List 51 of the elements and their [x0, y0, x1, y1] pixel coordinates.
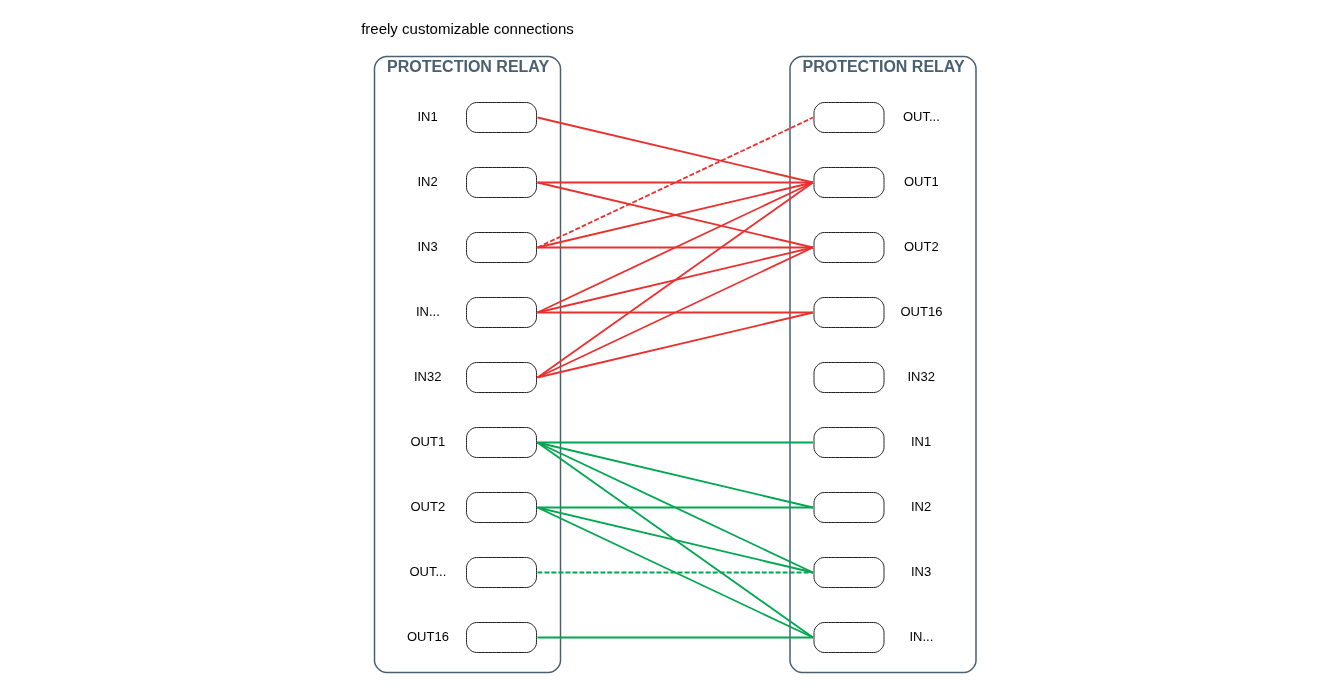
node-box [813, 297, 884, 328]
node-box [813, 557, 884, 588]
node-label: IN3 [910, 563, 931, 579]
node-label: OUT1 [903, 173, 939, 189]
node-box [465, 102, 537, 133]
connector [536, 181, 814, 379]
node-box [813, 362, 884, 393]
node-box [813, 232, 884, 263]
node-box [465, 167, 537, 198]
connector [536, 181, 814, 314]
node-label: IN1 [417, 108, 438, 124]
connector [536, 246, 814, 379]
node-box [813, 167, 884, 198]
node-box [465, 232, 537, 263]
node-label: OUT16 [406, 628, 449, 644]
node-box [465, 622, 537, 653]
node-label: IN2 [417, 173, 438, 189]
node-label: IN2 [910, 498, 931, 514]
node-label: IN3 [417, 238, 438, 254]
node-label: IN32 [413, 368, 441, 384]
node-label: OUT... [409, 563, 446, 579]
connector [536, 181, 814, 249]
node-box [813, 102, 884, 133]
node-label: OUT2 [903, 238, 939, 254]
node-label: OUT1 [410, 433, 445, 449]
connector [536, 246, 814, 314]
connector [536, 636, 814, 639]
connector [536, 441, 814, 639]
connector [536, 116, 814, 249]
node-label: OUT16 [900, 303, 942, 319]
node-box [465, 557, 537, 588]
node-label: IN... [909, 628, 933, 644]
connector [536, 506, 814, 574]
node-box [465, 492, 537, 523]
node-label: OUT... [902, 108, 940, 124]
connector [536, 311, 814, 379]
connector [536, 116, 814, 184]
node-box [813, 427, 884, 458]
node-label: IN... [415, 303, 440, 319]
label: freely customizable connections [360, 20, 574, 37]
node-box [465, 427, 537, 458]
node-box [813, 492, 884, 523]
node-label: OUT2 [410, 498, 445, 514]
node-box [465, 362, 537, 393]
connector [536, 506, 814, 639]
node-label: IN32 [907, 368, 935, 384]
connector [536, 441, 814, 574]
node-box [813, 622, 884, 653]
connector [536, 571, 814, 574]
node-label: IN1 [910, 433, 931, 449]
node-box [465, 297, 537, 328]
